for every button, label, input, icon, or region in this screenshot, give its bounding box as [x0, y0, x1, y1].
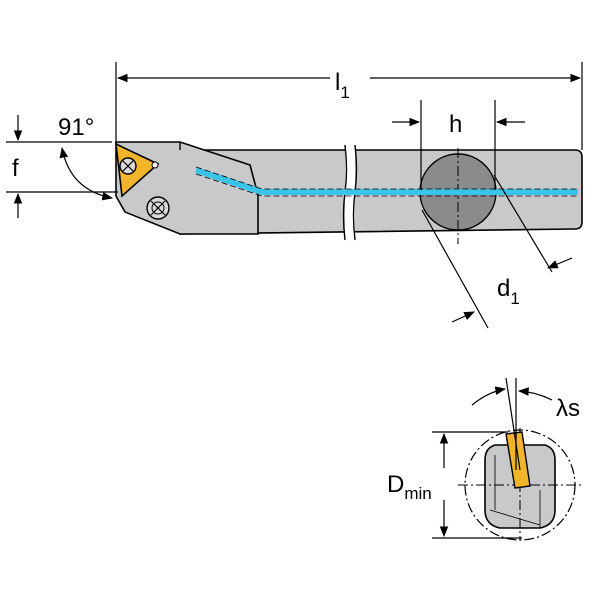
offset-dimension: f: [6, 115, 118, 218]
length-label: l1: [335, 69, 350, 102]
height-dimension: h: [392, 100, 525, 190]
cutting-insert: [115, 142, 160, 198]
offset-label: f: [12, 155, 19, 182]
end-view: [458, 428, 582, 541]
length-dimension: l1: [115, 62, 583, 150]
diameter-dimension: d1: [421, 174, 573, 329]
min-diameter-dimension: Dmin: [386, 431, 522, 539]
clamp-screw-icon: [146, 196, 170, 220]
inclination-dimension: λs: [471, 377, 580, 471]
coolant-channel: [195, 166, 578, 197]
angle-label: 91°: [58, 114, 94, 141]
inclination-label: λs: [556, 395, 580, 422]
tool-holder: [115, 141, 583, 244]
angle-dimension: 91°: [6, 114, 114, 201]
height-label: h: [449, 111, 462, 138]
insert-screw-icon: [119, 157, 137, 175]
min-diameter-label: Dmin: [387, 471, 432, 503]
diameter-label: d1: [497, 275, 520, 308]
